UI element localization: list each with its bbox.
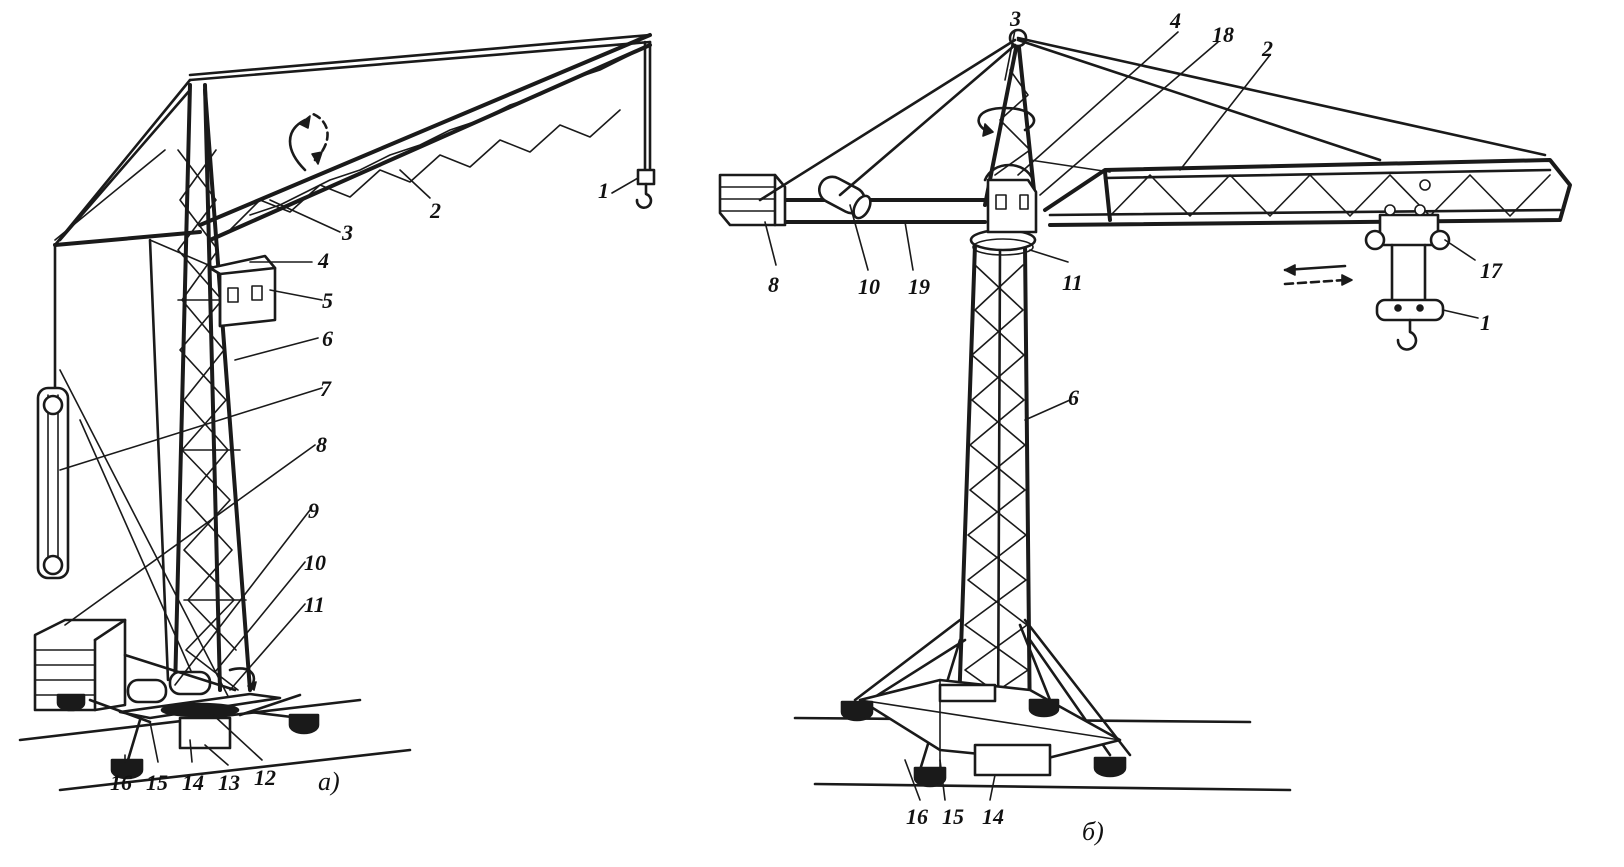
- crane-a-label-16: 16: [110, 770, 132, 795]
- crane-a-label-12: 12: [254, 765, 276, 790]
- crane-b-label-19: 19: [908, 274, 930, 299]
- crane-a-label-11: 11: [304, 592, 325, 617]
- crane-a-label-9: 9: [308, 498, 319, 523]
- crane-b-jib: [1043, 158, 1572, 227]
- crane-b-caption: б): [1082, 817, 1104, 846]
- crane-b-label-18: 18: [1212, 22, 1234, 47]
- crane-b-travel-arrows: [1283, 264, 1353, 286]
- crane-a-cab: [208, 254, 277, 328]
- crane-a-label-14: 14: [182, 770, 204, 795]
- crane-a-label-15: 15: [146, 770, 168, 795]
- crane-a-label-3: 3: [341, 220, 353, 245]
- crane-a-jib: [198, 33, 652, 242]
- crane-b-label-1: 1: [1480, 310, 1491, 335]
- crane-a-label-10: 10: [304, 550, 326, 575]
- crane-b-stays: [758, 36, 1547, 202]
- crane-b-label-4: 4: [1169, 8, 1181, 33]
- crane-b-label-8: 8: [768, 272, 779, 297]
- crane-a-caption: a): [318, 767, 340, 796]
- crane-a-label-5: 5: [322, 288, 333, 313]
- crane-b: 3 4 18 2 8 10 19 11 17 1 6 16 15 14 б): [718, 6, 1572, 846]
- crane-a-ropes: [53, 33, 652, 701]
- crane-a-base: [56, 667, 320, 780]
- crane-a-tower: [173, 83, 252, 692]
- crane-a-label-6: 6: [322, 326, 333, 351]
- crane-b-trolley: [1364, 179, 1451, 302]
- crane-b-rail-line: [813, 782, 1292, 792]
- crane-a-label-2: 2: [429, 198, 441, 223]
- crane-a-label-1: 1: [598, 178, 609, 203]
- crane-b-mast: [956, 243, 1032, 737]
- crane-b-winch: [817, 175, 872, 220]
- crane-b-label-3: 3: [1009, 6, 1021, 31]
- crane-b-base: [840, 618, 1132, 788]
- crane-a: 1 2 3 4 5 6 7 8 9 10 11 12 13 14 15 16 a…: [18, 33, 656, 796]
- crane-a-hook: [635, 40, 656, 209]
- crane-a-counter-jib: [53, 230, 202, 247]
- crane-b-hook: [1375, 298, 1445, 351]
- crane-a-leaders: [59, 169, 639, 766]
- crane-b-label-11: 11: [1062, 270, 1083, 295]
- crane-b-label-16: 16: [906, 804, 928, 829]
- crane-a-pulley-block: [36, 243, 70, 580]
- crane-a-label-13: 13: [218, 770, 240, 795]
- crane-a-label-7: 7: [320, 376, 332, 401]
- crane-b-label-14: 14: [982, 804, 1004, 829]
- crane-b-label-6: 6: [1068, 385, 1079, 410]
- crane-b-cab: [983, 163, 1038, 234]
- crane-b-label-2: 2: [1261, 36, 1273, 61]
- crane-a-rail-line: [58, 748, 412, 792]
- crane-b-ballast-block: [973, 743, 1052, 777]
- crane-a-luffing-arrow-solid: [288, 118, 307, 172]
- crane-b-slew-arrow: [977, 106, 1036, 132]
- crane-b-label-10: 10: [858, 274, 880, 299]
- crane-b-label-15: 15: [942, 804, 964, 829]
- crane-b-leaders: [764, 29, 1479, 801]
- crane-b-label-17: 17: [1480, 258, 1503, 283]
- crane-a-label-8: 8: [316, 432, 327, 457]
- crane-b-counter-jib: [718, 173, 987, 227]
- crane-a-label-4: 4: [317, 248, 329, 273]
